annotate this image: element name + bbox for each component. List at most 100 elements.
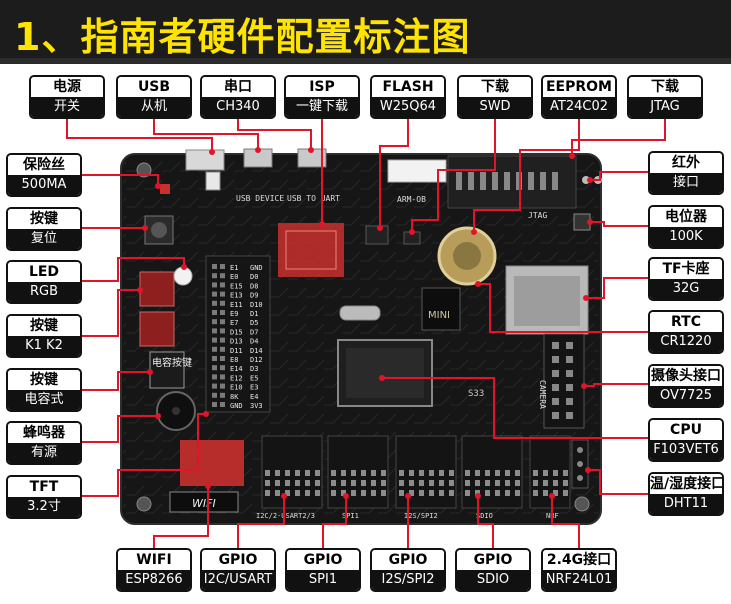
label-value: 500MA [8,175,80,195]
label-title: USB [118,77,190,97]
gpio-pin [305,470,310,476]
lcd-pin [212,328,217,334]
silk-usb-to-uart: USB TO UART [287,194,340,203]
label-title: LED [8,262,80,282]
label-buzzer: 蜂鸣器有源 [6,421,82,465]
gpio-pin [533,470,538,476]
label-power: 电源开关 [29,75,105,119]
gpio-pin [449,470,454,476]
gpio-pin [275,480,280,486]
silk-usb-device: USB DEVICE [236,194,284,203]
gpio-pin [409,470,414,476]
silk-touch-key: 电容按键 [152,356,192,369]
lcd-pin-label-right: GND [250,264,263,272]
lcd-pin-label-right: D14 [250,347,263,355]
gpio-pin [543,480,548,486]
gpio-pin [295,470,300,476]
label-title: 保险丝 [8,155,80,175]
label-touch: 按键电容式 [6,368,82,412]
gpio-pin [439,480,444,486]
gpio-pin [429,490,434,496]
gpio-pin [315,490,320,496]
label-title: 串口 [202,77,274,97]
label-title: 蜂鸣器 [8,423,80,443]
gpio-pin [465,480,470,486]
ir-receiver [582,176,590,184]
lcd-pin [212,282,217,288]
lcd-pin-label-right: D12 [250,356,263,364]
gpio-pin [553,480,558,486]
lcd-pin [212,300,217,306]
gpio-pin [495,480,500,486]
lcd-pin-label-right: D1 [250,310,258,318]
gpio-pin [505,470,510,476]
lcd-pin-label-right: D0 [250,273,258,281]
gpio-pin [419,470,424,476]
lcd-pin [220,264,225,269]
gpio-pin [361,470,366,476]
lcd-pin [220,291,225,297]
lcd-pin-label-right: E5 [250,374,258,382]
label-title: 按键 [8,209,80,229]
gpio-pin [399,490,404,496]
gpio-pin [439,470,444,476]
gpio-pin [285,490,290,496]
lcd-pin-label-left: E10 [230,384,243,392]
touch-key-pad [149,351,185,389]
label-value: AT24C02 [543,97,615,117]
gpio-pin [429,470,434,476]
label-value: 一键下载 [286,97,358,117]
lcd-pin [212,264,217,269]
gpio-pin [361,490,366,496]
lcd-pin [212,374,217,380]
gpio-pin [265,470,270,476]
lcd-pin-label-left: E8 [230,356,238,364]
lcd-pin [220,328,225,334]
lcd-pin [212,402,217,407]
label-value: 100K [650,227,722,247]
lcd-pin-label-left: E11 [230,301,243,309]
gpio-pin [341,490,346,496]
lcd-pin-label-left: D13 [230,338,243,346]
gpio-pin [331,490,336,496]
lcd-pin-label-left: 8K [230,393,239,401]
label-value: SDIO [457,570,529,590]
k2-button-body [139,311,175,347]
label-title: ISP [286,77,358,97]
lcd-pin-label-left: E1 [230,264,238,272]
label-value: 开关 [31,97,103,117]
label-title: 红外 [650,153,722,173]
label-reset: 按键复位 [6,207,82,251]
lcd-pin-label-right: D5 [250,319,258,327]
lcd-pin-label-right: 3V3 [250,402,263,410]
silk-arm-ob: ARM-OB [397,195,426,204]
silk-camera: CAMERA [538,380,547,409]
label-title: 下载 [459,77,531,97]
silk-gpio1: I2C/2-USART2/3 [256,512,315,520]
gpio-pin [409,480,414,486]
lcd-pin [212,291,217,297]
page-title: 1、指南者硬件配置标注图 [14,15,471,59]
label-value: 复位 [8,229,80,249]
gpio-pin [305,490,310,496]
label-value: CR1220 [650,332,722,352]
mount-hole [136,162,152,178]
gpio-pin [409,490,414,496]
lcd-pin-label-left: E13 [230,292,243,300]
wifi-module [180,440,244,486]
lcd-pin-label-left: E15 [230,282,243,290]
gpio-pin [495,470,500,476]
mini-logo [421,287,461,331]
lcd-pin [220,356,225,361]
lcd-pin [220,365,225,371]
